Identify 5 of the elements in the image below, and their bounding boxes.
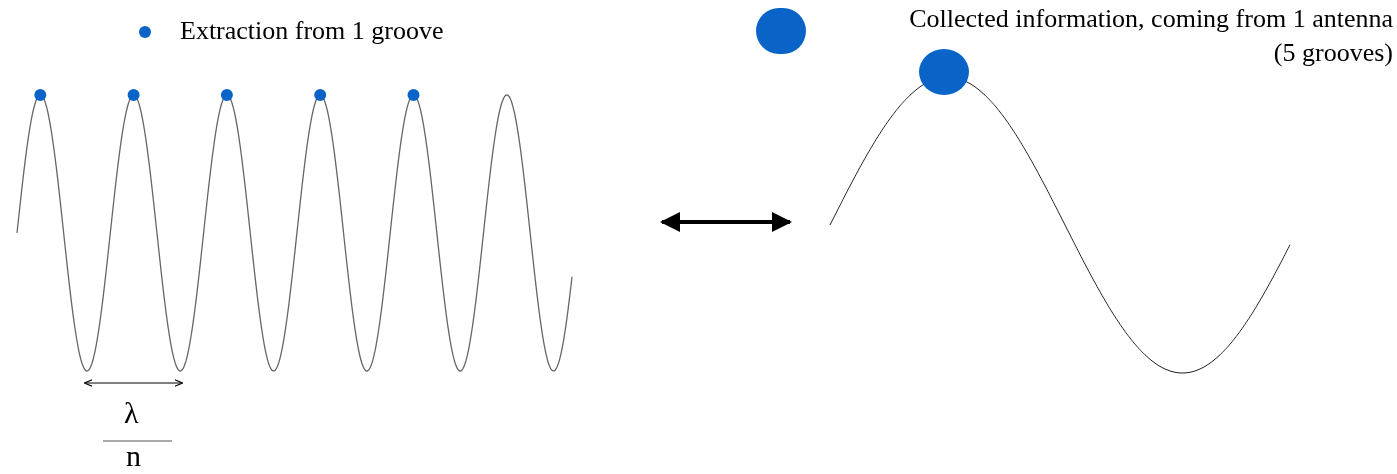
wavelength-symbol: λ: [124, 398, 139, 428]
divisor-symbol: n: [126, 441, 141, 471]
double-arrow: [660, 212, 792, 232]
legend-text: Extraction from 1 groove: [180, 18, 444, 44]
legend-text: Collected information, coming from 1 antenna (5 grooves): [908, 3, 1393, 69]
